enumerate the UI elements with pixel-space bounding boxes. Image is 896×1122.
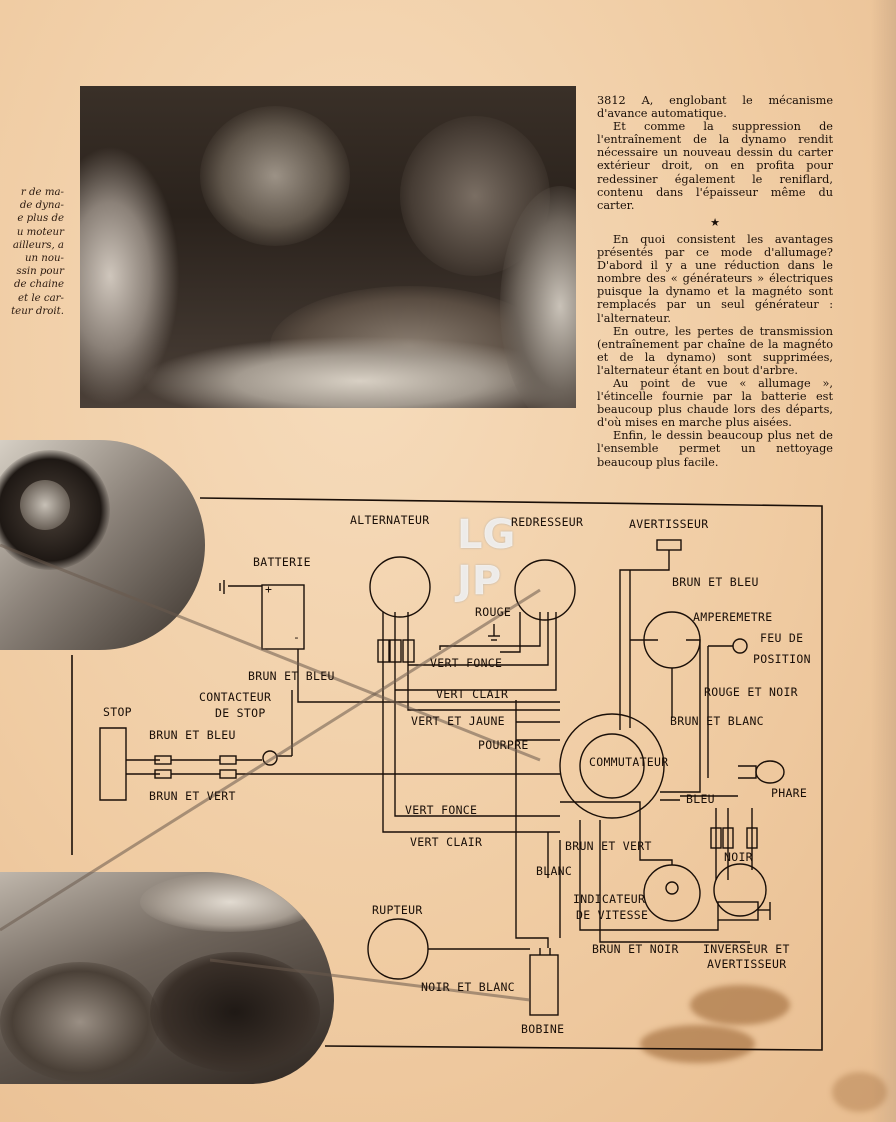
- label-avertisseur-2: AVERTISSEUR: [707, 957, 787, 971]
- label-bobine: BOBINE: [521, 1022, 565, 1036]
- label-rupteur: RUPTEUR: [372, 903, 423, 917]
- label-de-vitesse: DE VITESSE: [576, 908, 649, 922]
- label-brun-et-bleu-batt: BRUN ET BLEU: [248, 669, 335, 683]
- label-vert-et-jaune: VERT ET JAUNE: [411, 714, 505, 728]
- stain: [640, 1025, 755, 1063]
- label-amperemetre: AMPEREMETRE: [693, 610, 773, 624]
- label-rouge: ROUGE: [475, 605, 512, 619]
- engine-photo-bottom: [0, 872, 334, 1084]
- engine-photo-top: [80, 86, 576, 408]
- label-rouge-et-noir: ROUGE ET NOIR: [704, 685, 798, 699]
- label-redresseur: REDRESSEUR: [511, 515, 584, 529]
- label-brun-et-noir: BRUN ET NOIR: [592, 942, 679, 956]
- label-alternateur: ALTERNATEUR: [350, 513, 430, 527]
- label-contacteur: CONTACTEUR: [199, 690, 272, 704]
- label-bleu: BLEU: [686, 792, 715, 806]
- article-column: 3812 A, englobant le mécanisme d'avance …: [597, 94, 833, 469]
- article-paragraph: Au point de vue « allumage », l'étincell…: [597, 376, 833, 430]
- label-inverseur-et: INVERSEUR ET: [703, 942, 790, 956]
- label-blanc: BLANC: [536, 864, 573, 878]
- watermark-logo: LG JP: [457, 512, 516, 604]
- label-vert-clair-2: VERT CLAIR: [410, 835, 483, 849]
- label-noir: NOIR: [724, 850, 753, 864]
- label-commutateur: COMMUTATEUR: [589, 755, 669, 769]
- label-vert-fonce-2: VERT FONCE: [405, 803, 478, 817]
- label-brun-et-blanc: BRUN ET BLANC: [670, 714, 764, 728]
- page-edge: [870, 0, 896, 1122]
- label-minus: -: [293, 630, 301, 644]
- label-position: POSITION: [753, 652, 811, 666]
- label-indicateur: INDICATEUR: [573, 892, 646, 906]
- label-phare: PHARE: [771, 786, 808, 800]
- label-avertisseur: AVERTISSEUR: [629, 517, 709, 531]
- label-brun-et-vert: BRUN ET VERT: [565, 839, 652, 853]
- label-vert-clair-1: VERT CLAIR: [436, 687, 509, 701]
- star-separator: ★: [710, 215, 720, 229]
- article-paragraph: En outre, les pertes de transmission (en…: [597, 324, 833, 377]
- label-pourpre: POURPRE: [478, 738, 529, 752]
- label-vert-fonce-1: VERT FONCE: [430, 656, 503, 670]
- label-plus: +: [265, 582, 273, 596]
- label-feu-de: FEU DE: [760, 631, 804, 645]
- label-stop: STOP: [103, 705, 132, 719]
- article-paragraph: Enfin, le dessin beaucoup plus net de l'…: [597, 429, 833, 469]
- article-paragraph: 3812 A, englobant le mécanisme d'avance …: [597, 94, 833, 121]
- label-brun-et-bleu-top: BRUN ET BLEU: [672, 575, 759, 589]
- dashboard-photo: [0, 440, 205, 650]
- label-de-stop: DE STOP: [215, 706, 266, 720]
- article-paragraph: Et comme la suppression de l'entraînemen…: [597, 120, 833, 212]
- stain: [832, 1072, 887, 1112]
- article-paragraph: En quoi consistent les avantages présent…: [597, 232, 833, 325]
- label-batterie: BATTERIE: [253, 555, 311, 569]
- label-brun-et-bleu-stop: BRUN ET BLEU: [149, 728, 236, 742]
- stain: [690, 985, 790, 1025]
- label-noir-et-blanc: NOIR ET BLANC: [421, 980, 515, 994]
- label-brun-et-vert-left: BRUN ET VERT: [149, 789, 236, 803]
